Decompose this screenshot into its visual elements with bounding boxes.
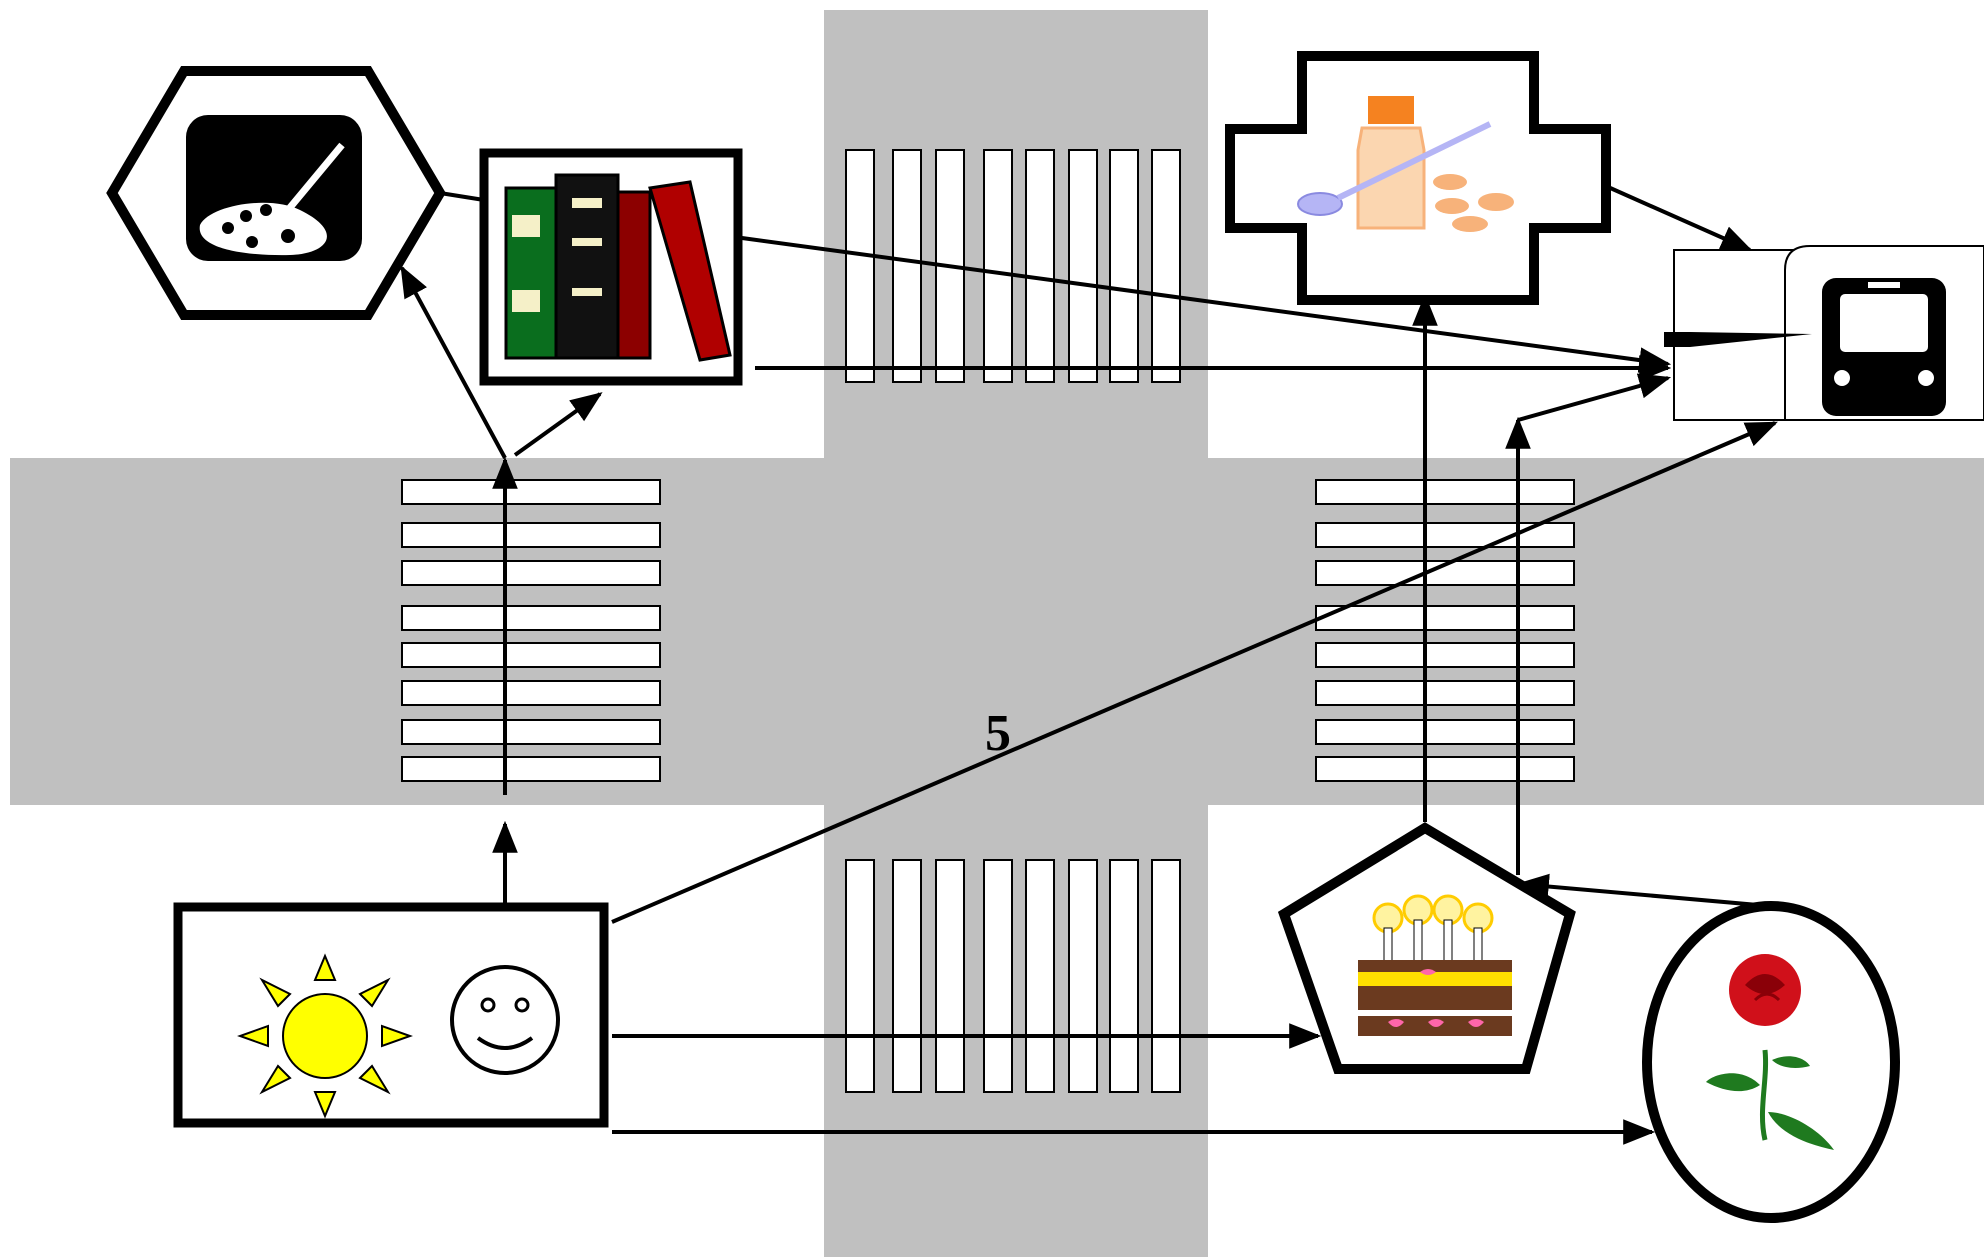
edge-junction-to-library (513, 392, 603, 457)
paint-palette-icon (186, 115, 362, 261)
bus-icon (1822, 278, 1946, 416)
crosswalk-bottom (845, 859, 1181, 1093)
edge-pharmacy-to-bus (1607, 185, 1753, 252)
node-florist (1642, 901, 1900, 1223)
node-bus-stop (1664, 245, 1984, 421)
edge-start-to-bus (611, 421, 1778, 924)
crosswalk-top (845, 149, 1181, 383)
edge-library-to-bus-diagonal (741, 236, 1672, 373)
node-art (106, 66, 446, 320)
node-library (479, 148, 743, 386)
rose-icon (1706, 954, 1834, 1150)
edge-junction-to-bus (1517, 373, 1672, 422)
node-bakery (1277, 822, 1576, 1074)
roads (10, 10, 1984, 1257)
edge-junction-to-art (400, 265, 507, 459)
edge-label-start-to-bus: 5 (985, 705, 1011, 762)
birthday-cake-icon (1358, 894, 1512, 1036)
books-icon (504, 173, 732, 362)
edge-art-to-library (439, 191, 485, 202)
horizontal-road (10, 458, 1984, 805)
medicine-icon (1297, 96, 1514, 232)
crosswalk-right (1315, 479, 1575, 782)
node-start (173, 902, 609, 1128)
edge-florist-to-bakery (1516, 873, 1759, 907)
edges (400, 185, 1778, 1145)
sun-icon (237, 953, 413, 1119)
crosswalk-left (401, 479, 661, 782)
smiley-face-icon (450, 965, 560, 1075)
node-pharmacy (1225, 51, 1611, 305)
